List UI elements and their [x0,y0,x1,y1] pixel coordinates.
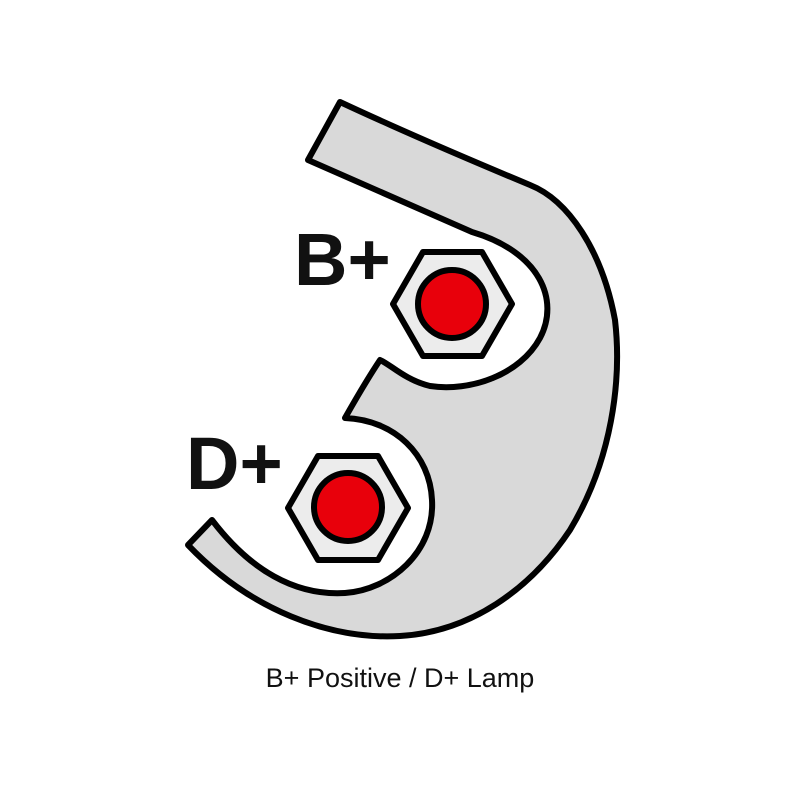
caption: B+ Positive / D+ Lamp [265,663,535,693]
b-plus-terminal [390,249,515,359]
b-plus-stud [415,267,489,341]
d-plus-terminal [285,453,411,563]
b-plus-label: B+ [294,218,391,301]
d-plus-stud [311,470,385,544]
terminal-bracket [185,99,621,640]
d-plus-label: D+ [186,422,283,505]
